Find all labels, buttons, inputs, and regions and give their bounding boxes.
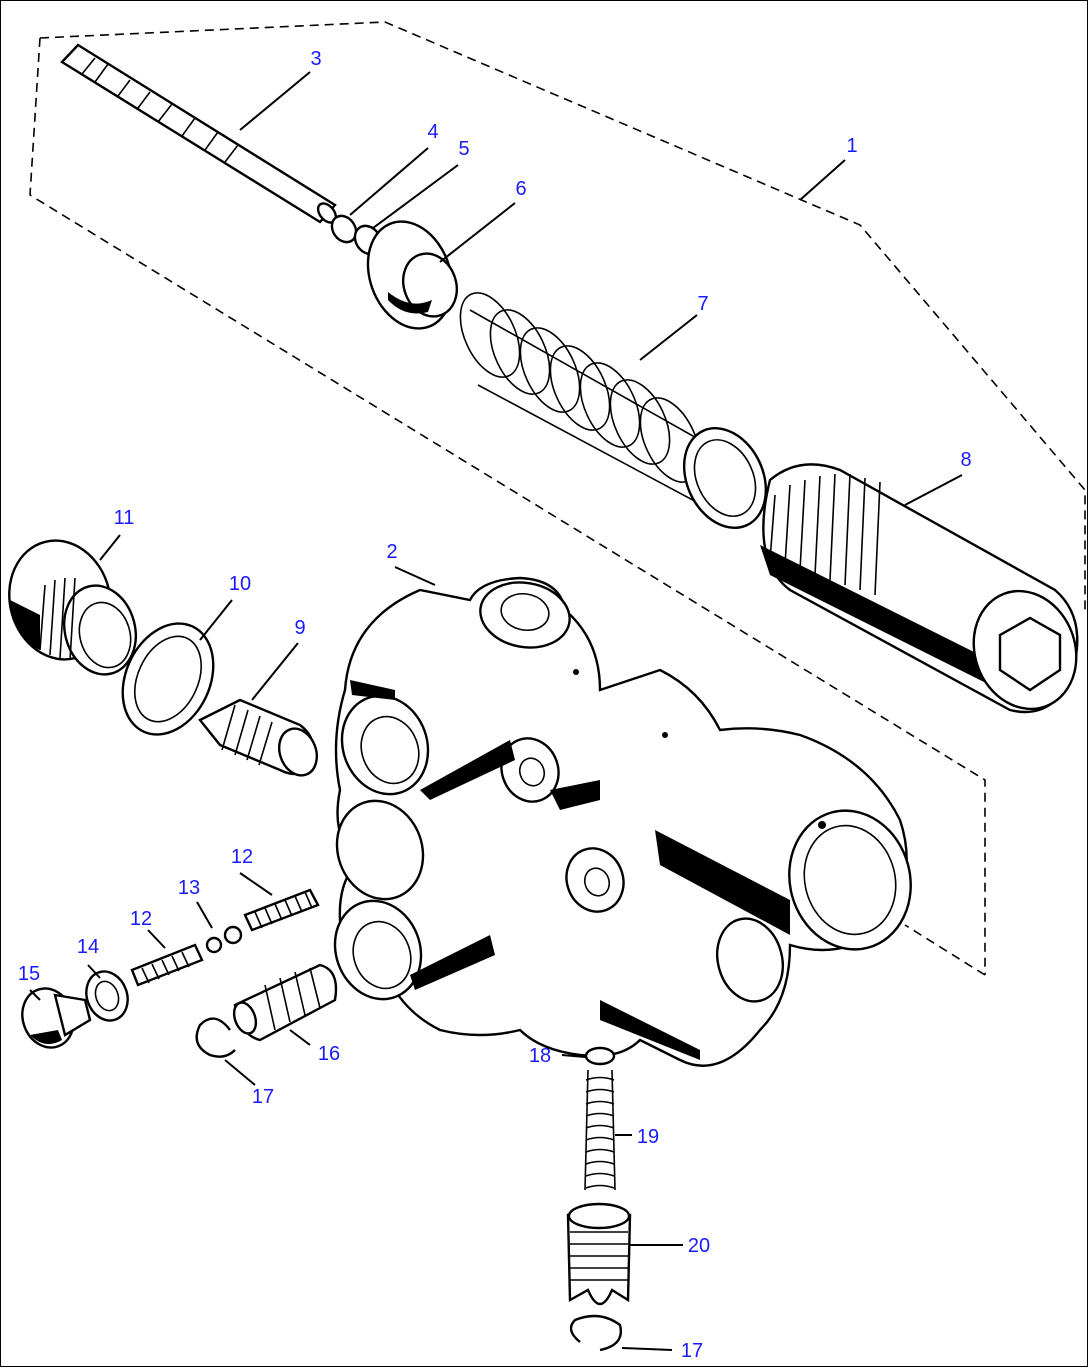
- part-10-washer: [121, 622, 215, 736]
- part-13-ball-2: [223, 925, 243, 945]
- part-12-spring-upper: [243, 888, 320, 932]
- label-19: 19: [637, 1126, 659, 1148]
- part-13-ball: [205, 936, 223, 954]
- part-11-plug: [8, 539, 137, 676]
- part-3-spool: [60, 43, 338, 224]
- label-8: 8: [960, 449, 971, 471]
- label-7: 7: [697, 293, 708, 315]
- part-9-valve: [198, 698, 319, 777]
- part-16-check-valve: [232, 963, 338, 1042]
- part-6-retainer: [366, 220, 458, 330]
- label-3: 3: [310, 48, 321, 70]
- part-14-washer: [85, 970, 129, 1022]
- label-18: 18: [529, 1045, 551, 1067]
- part-2-valve-body: [333, 576, 912, 1067]
- label-6: 6: [515, 178, 526, 200]
- part-17-snap-ring-bottom: [569, 1314, 622, 1352]
- label-5: 5: [458, 138, 469, 160]
- subassembly-outline: [29, 21, 1086, 976]
- label-20: 20: [688, 1235, 710, 1257]
- label-12-upper: 12: [231, 846, 253, 868]
- part-19-spring: [584, 1069, 616, 1191]
- label-10: 10: [229, 573, 251, 595]
- part-12-spring-lower: [130, 943, 204, 987]
- label-17-left: 17: [252, 1086, 274, 1108]
- label-9: 9: [294, 617, 305, 639]
- part-7-spring: [459, 292, 768, 529]
- label-17-bottom: 17: [681, 1340, 703, 1362]
- leader-lines: [29, 71, 963, 1351]
- part-20-valve: [566, 1202, 632, 1306]
- part-15-plug: [21, 987, 92, 1049]
- label-2: 2: [386, 541, 397, 563]
- label-12-lower: 12: [130, 908, 152, 930]
- label-14: 14: [77, 936, 99, 958]
- label-16: 16: [318, 1043, 340, 1065]
- part-8-cap: [760, 463, 1079, 714]
- part-4-ring: [330, 214, 358, 244]
- part-17-snap-ring-left: [195, 1017, 236, 1058]
- part-18-disc: [584, 1046, 616, 1066]
- part-labels: 1 2 3 4 5 6 7 8 9 10 11 12 12 13 14 15 1…: [18, 48, 972, 1362]
- label-15: 15: [18, 963, 40, 985]
- label-13: 13: [178, 877, 200, 899]
- label-11: 11: [114, 507, 135, 529]
- label-4: 4: [427, 121, 438, 143]
- label-1: 1: [846, 135, 857, 157]
